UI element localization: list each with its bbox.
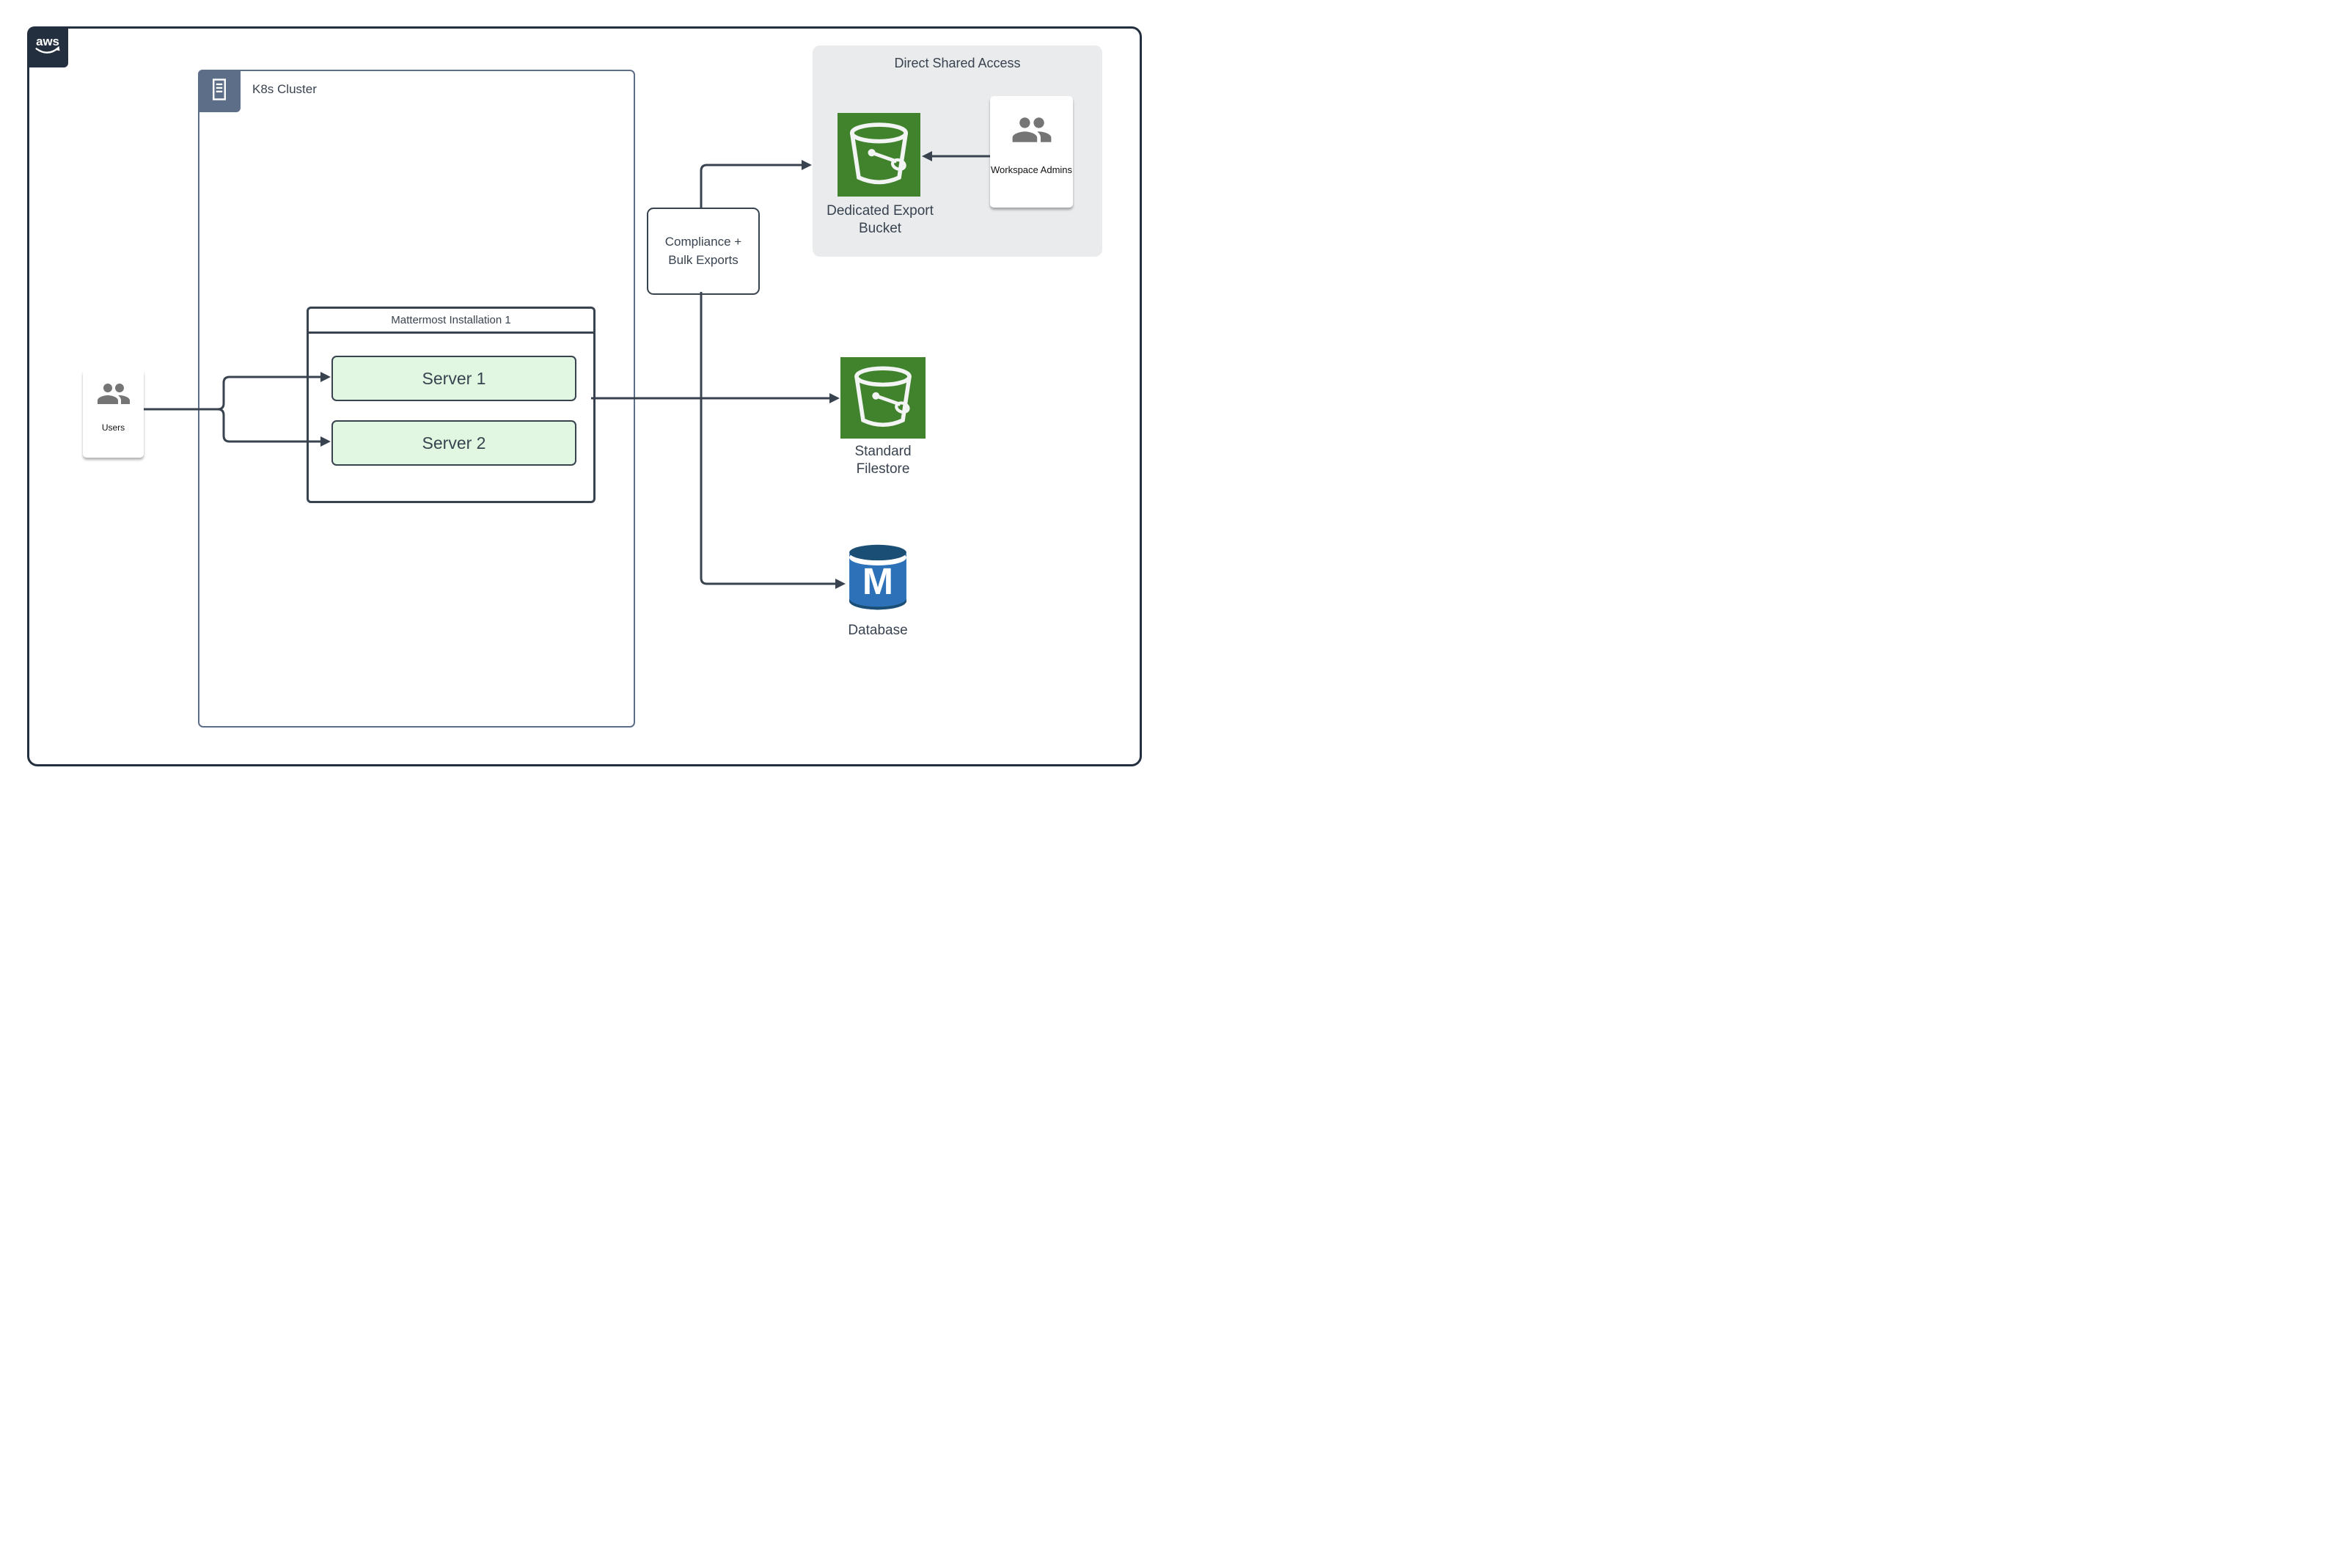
compliance-label-line2: Bulk Exports: [668, 252, 739, 267]
mattermost-installation-box: Mattermost Installation 1 Server 1 Serve…: [307, 307, 596, 503]
workspace-admins-node: Workspace Admins: [990, 96, 1073, 208]
database-cylinder-icon: M: [846, 544, 910, 621]
standard-filestore-label: Standard Filestore: [824, 443, 942, 478]
dedicated-export-bucket-node: [838, 113, 920, 197]
svg-text:M: M: [862, 560, 893, 602]
dedicated-export-label-line1: Dedicated Export: [827, 203, 934, 219]
s3-bucket-icon: [840, 366, 926, 442]
aws-logo-badge: aws: [27, 26, 68, 67]
workspace-admins-label: Workspace Admins: [990, 164, 1073, 175]
compliance-exports-node: Compliance + Bulk Exports: [647, 208, 760, 295]
filestore-label-line2: Filestore: [856, 461, 910, 477]
database-node: M: [846, 538, 910, 618]
server-2-node: Server 2: [331, 420, 576, 466]
svg-text:aws: aws: [36, 34, 59, 48]
mattermost-installation-title: Mattermost Installation 1: [309, 309, 593, 334]
users-label: Users: [101, 422, 125, 433]
users-group-icon: [96, 379, 131, 412]
server-1-node: Server 1: [331, 356, 576, 401]
standard-filestore-node: [840, 357, 926, 439]
aws-logo-icon: aws: [32, 32, 64, 62]
database-label: Database: [848, 623, 908, 638]
dedicated-export-label-line2: Bucket: [858, 220, 902, 236]
k8s-cluster-label: K8s Cluster: [252, 82, 317, 96]
server-rack-icon: [207, 77, 232, 106]
admins-group-icon: [1011, 112, 1053, 151]
s3-bucket-icon: [838, 122, 920, 199]
dedicated-export-bucket-label: Dedicated Export Bucket: [796, 202, 964, 238]
filestore-label-line1: Standard: [854, 444, 912, 459]
architecture-diagram: aws K8s Cluster Mattermost Installation …: [0, 0, 1169, 784]
users-node: Users: [83, 370, 144, 458]
k8s-cluster-badge: [198, 70, 241, 112]
compliance-label-line1: Compliance +: [664, 234, 742, 249]
direct-shared-access-title: Direct Shared Access: [894, 56, 1021, 70]
